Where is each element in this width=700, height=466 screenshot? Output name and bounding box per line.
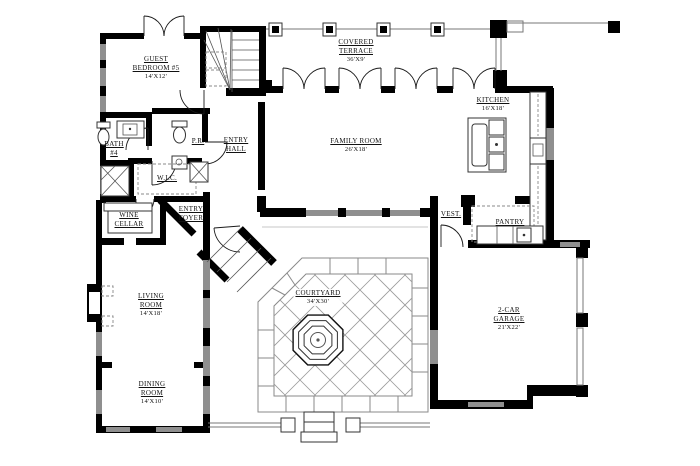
room-name: KITCHEN <box>476 96 510 104</box>
label-covered-terrace: COVERED TERRACE 36'X9' <box>338 38 373 64</box>
label-wic: W.I.C. <box>157 174 177 183</box>
fence <box>208 417 430 433</box>
label-kitchen: KITCHEN 16'X18' <box>477 96 510 113</box>
pantry-shelving <box>471 205 544 245</box>
kitchen-counters <box>529 91 547 241</box>
windows <box>96 44 580 432</box>
garage-doors <box>576 257 584 386</box>
room-dim: 14'X10' <box>140 397 164 405</box>
label-guest-bedroom: GUEST BEDROOM #5 14'X12' <box>133 55 180 81</box>
room-name: P.R. <box>191 137 205 145</box>
courtyard-steps <box>300 411 338 443</box>
room-name: TERRACE <box>339 46 373 55</box>
entry-steps <box>206 227 272 293</box>
room-name: BATH <box>104 140 124 148</box>
kitchen-island <box>467 117 507 173</box>
room-dim: 14'X18' <box>139 309 163 317</box>
room-name: ENTRY <box>223 136 249 144</box>
room-name: FAMILY ROOM <box>330 137 382 145</box>
courtyard-tiles <box>257 257 429 413</box>
room-name: PANTRY <box>495 218 525 226</box>
staircase <box>203 27 259 92</box>
terrace-columns <box>268 22 445 37</box>
room-name: 2-CAR <box>498 306 520 314</box>
room-name: ENTRY <box>178 205 204 213</box>
label-living-room: LIVING ROOM 14'X18' <box>138 292 164 318</box>
room-dim: 36'X9' <box>346 55 366 63</box>
wine-racks <box>103 202 153 234</box>
label-vestibule: VEST. <box>441 210 461 219</box>
label-wine-cellar: WINE CELLAR <box>114 211 143 229</box>
room-name: HALL <box>226 144 246 153</box>
room-name: VEST. <box>440 210 462 218</box>
room-name: LIVING <box>138 292 164 300</box>
label-garage: 2-CAR GARAGE 21'X22' <box>494 306 525 332</box>
room-name: CELLAR <box>114 219 144 228</box>
room-name: COURTYARD <box>295 289 341 297</box>
room-name: ROOM <box>139 300 163 309</box>
room-name: W.I.C. <box>156 174 178 182</box>
room-dim: 34'X30' <box>306 297 330 305</box>
room-dim: 26'X18' <box>344 145 368 153</box>
powder-room-fixtures <box>171 120 188 170</box>
elevator <box>189 161 209 183</box>
label-courtyard: COURTYARD 34'X30' <box>293 289 343 307</box>
fountain <box>292 314 344 366</box>
room-name: COVERED <box>338 38 374 46</box>
room-name: WINE <box>119 211 139 219</box>
label-powder-room: P.R. <box>192 137 205 146</box>
fireplace <box>89 285 114 327</box>
label-entry-foyer: ENTRY FOYER <box>179 205 203 223</box>
bath-fixtures <box>96 120 145 146</box>
label-family-room: FAMILY ROOM 26'X18' <box>330 137 381 154</box>
label-bath-4: BATH #4 <box>104 140 123 158</box>
room-name: GUEST <box>143 55 169 63</box>
label-pantry: PANTRY <box>496 218 525 227</box>
shower <box>100 165 130 197</box>
room-dim: 14'X12' <box>144 72 168 80</box>
room-dim: 21'X22' <box>497 323 521 331</box>
room-name: GARAGE <box>493 314 525 323</box>
room-name: ROOM <box>140 388 164 397</box>
room-name: DINING <box>138 380 166 388</box>
room-dim: 16'X18' <box>481 104 505 112</box>
label-dining-room: DINING ROOM 14'X10' <box>139 380 166 406</box>
label-entry-hall: ENTRY HALL <box>224 136 248 154</box>
room-name: #4 <box>110 148 118 157</box>
room-name: BEDROOM #5 <box>132 63 180 72</box>
room-name: FOYER <box>178 213 204 222</box>
